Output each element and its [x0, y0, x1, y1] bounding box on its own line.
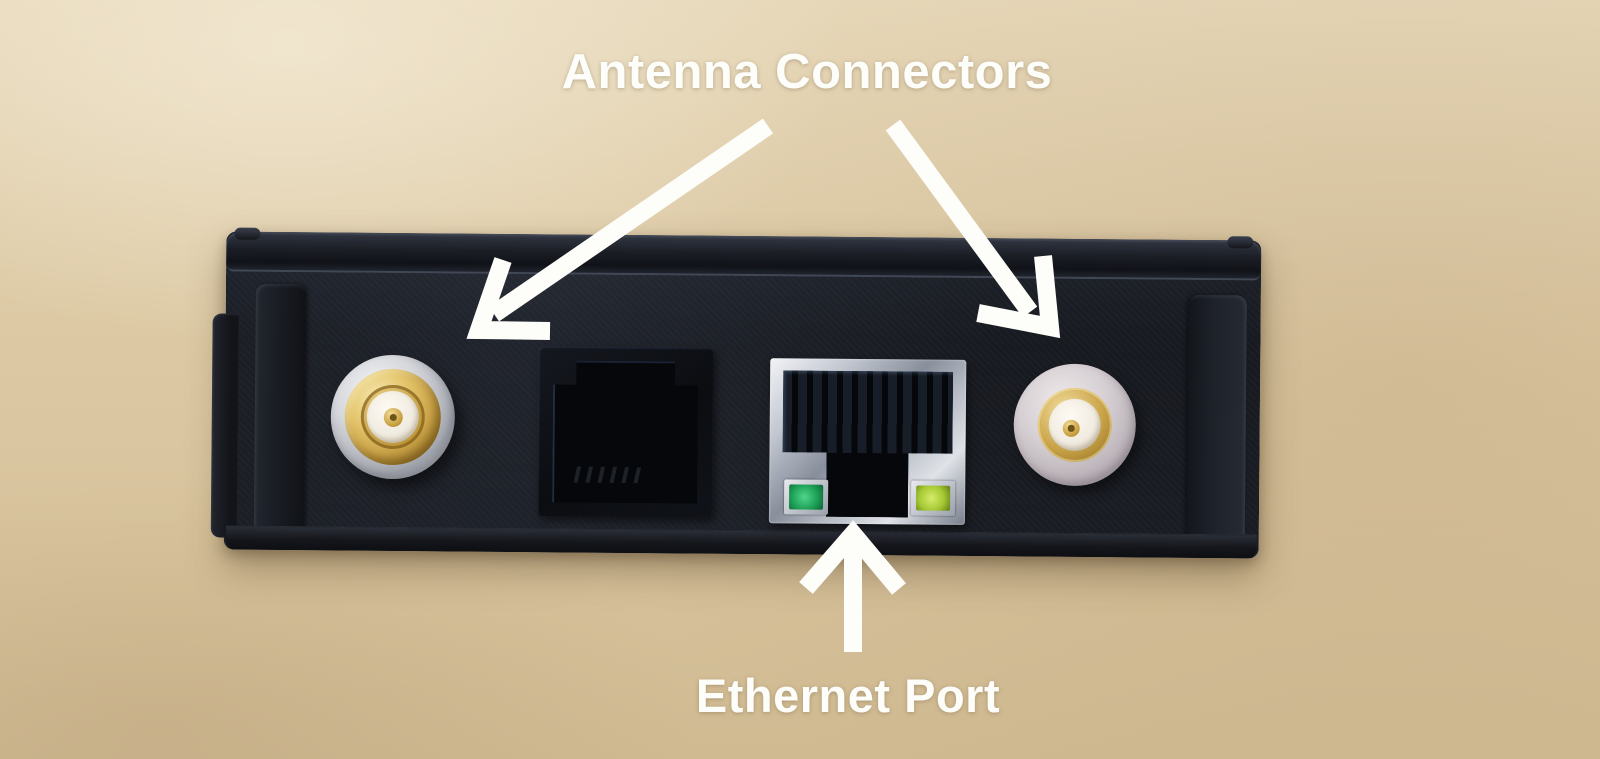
network-device [210, 227, 1262, 559]
device-right-ridge [1186, 294, 1247, 546]
sma-center-pin [383, 407, 403, 428]
led-lens-yellow [915, 485, 951, 511]
device-left-ridge [253, 283, 306, 537]
device-bottom-lip [225, 525, 1257, 559]
device-top-rail [226, 231, 1262, 281]
ethernet-port-label: Ethernet Port [695, 669, 1001, 722]
device-rail-end-left [234, 227, 261, 240]
antenna-connectors-label: Antenna Connectors [561, 45, 1053, 99]
led-lens-green [789, 484, 824, 510]
antenna-connector-right [1013, 363, 1137, 487]
antenna-connector-left [330, 354, 456, 480]
rj11-port [536, 346, 714, 518]
rj11-contacts [573, 466, 648, 484]
sma-center-pin [1062, 419, 1080, 437]
ethernet-port [768, 358, 967, 525]
ethernet-link-led [783, 479, 829, 515]
device-side-clip [210, 313, 239, 538]
device-rail-end-right [1227, 236, 1254, 249]
ethernet-activity-led [910, 480, 956, 516]
